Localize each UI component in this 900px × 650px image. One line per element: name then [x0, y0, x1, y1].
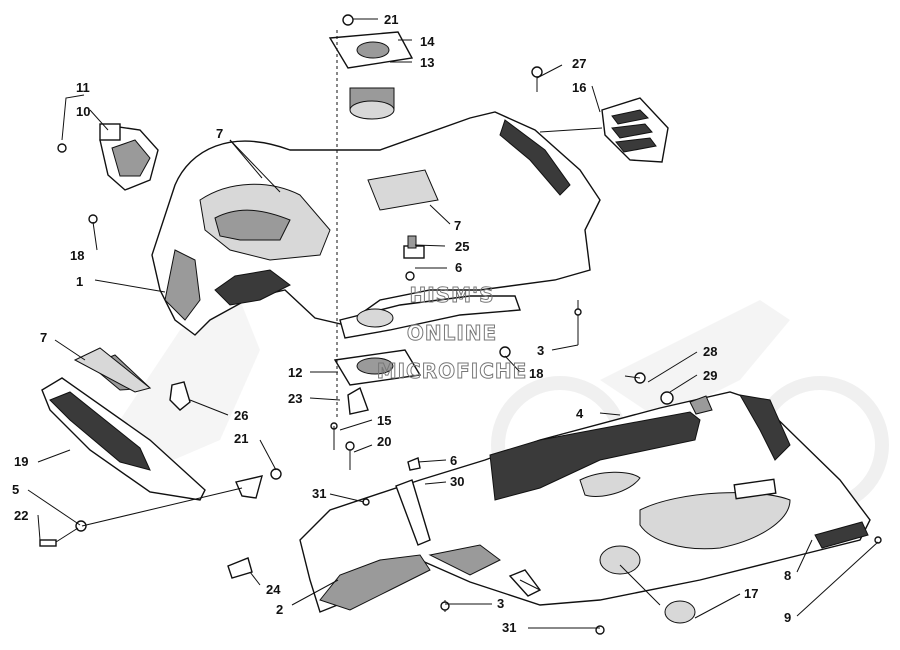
callout: 4 — [576, 406, 584, 421]
callout: 19 — [14, 454, 28, 469]
callout: 12 — [288, 365, 302, 380]
callout: 7 — [454, 218, 461, 233]
callout: 10 — [76, 104, 90, 119]
callout: 3 — [497, 596, 504, 611]
callout: 15 — [377, 413, 391, 428]
watermark-line-1: HISM'S — [409, 283, 494, 307]
callout: 22 — [14, 508, 28, 523]
callout: 28 — [703, 344, 717, 359]
callout: 7 — [40, 330, 47, 345]
callout: 27 — [572, 56, 586, 71]
callout: 6 — [455, 260, 462, 275]
watermark-line-3: MICROFICHE — [377, 359, 528, 383]
watermark-line-2: ONLINE — [407, 321, 497, 345]
callout: 3 — [537, 343, 544, 358]
callout: 2 — [276, 602, 283, 617]
mounting-plate-part — [328, 31, 414, 120]
callout-labels: 21 14 13 27 16 11 10 7 7 18 25 6 1 3 18 … — [12, 12, 791, 635]
callout: 14 — [420, 34, 435, 49]
upper-hood-assembly — [151, 111, 601, 339]
callout: 6 — [450, 453, 457, 468]
callout: 1 — [76, 274, 83, 289]
lower-belly-pan — [299, 391, 871, 624]
callout: 5 — [12, 482, 19, 497]
callout: 31 — [312, 486, 326, 501]
callout: 13 — [420, 55, 434, 70]
callout: 29 — [703, 368, 717, 383]
callout: 24 — [266, 582, 281, 597]
callout: 26 — [234, 408, 248, 423]
leader-lines — [27, 18, 879, 629]
callout: 25 — [455, 239, 469, 254]
lower-plate-part — [333, 308, 422, 386]
intake-duct-part — [99, 123, 159, 191]
callout: 18 — [529, 366, 543, 381]
callout: 20 — [377, 434, 391, 449]
callout: 18 — [70, 248, 84, 263]
callout: 17 — [744, 586, 758, 601]
callout: 30 — [450, 474, 464, 489]
callout: 21 — [384, 12, 398, 27]
callout: 23 — [288, 391, 302, 406]
side-panel-part — [41, 347, 206, 501]
callout: 9 — [784, 610, 791, 625]
callout: 7 — [216, 126, 223, 141]
callout: 16 — [572, 80, 586, 95]
callout: 31 — [502, 620, 516, 635]
hardware-parts — [39, 14, 882, 635]
callout: 11 — [76, 80, 90, 95]
vent-grille-part — [601, 97, 669, 163]
callout: 8 — [784, 568, 791, 583]
watermark-text: HISM'S ONLINE MICROFICHE — [376, 283, 528, 384]
callout: 21 — [234, 431, 248, 446]
